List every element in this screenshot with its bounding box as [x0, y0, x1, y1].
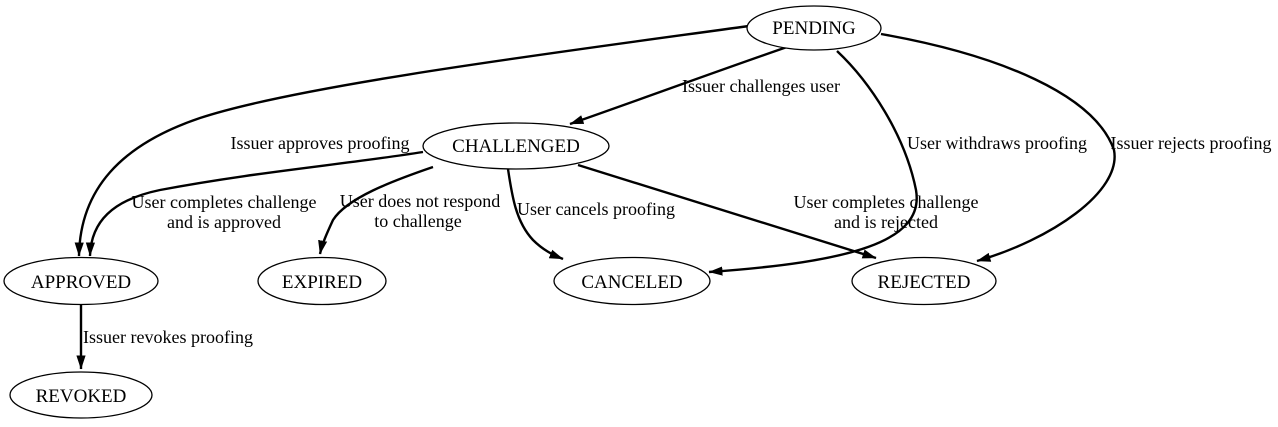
edge-label-issuer-approves-proofing: Issuer approves proofing	[231, 133, 410, 153]
node-pending: PENDING	[746, 5, 882, 51]
node-pending-ellipse	[746, 5, 882, 51]
node-pending-label: PENDING	[772, 18, 856, 39]
node-approved-label: APPROVED	[31, 272, 131, 293]
edge-challenged-canceled-path	[506, 168, 564, 261]
edge-label-user-completes-challenge-rejected-line2: and is rejected	[834, 212, 938, 232]
nodes-layer: PENDING CHALLENGED APPROVED EXPIRED CANC…	[3, 5, 997, 419]
edge-pending-approved-path	[74, 24, 750, 257]
node-challenged: CHALLENGED	[422, 122, 610, 170]
edge-label-issuer-challenges-user: Issuer challenges user	[682, 76, 840, 96]
node-expired-ellipse	[257, 256, 387, 306]
node-approved-ellipse	[3, 256, 159, 306]
node-expired-label: EXPIRED	[282, 272, 362, 293]
edge-label-user-does-not-respond-line1: User does not respond	[340, 191, 500, 211]
node-canceled-ellipse	[553, 256, 711, 306]
edge-label-user-withdraws-proofing: User withdraws proofing	[907, 133, 1087, 153]
edge-challenged-expired-path	[318, 165, 434, 255]
edge-label-user-does-not-respond-line2: to challenge	[374, 211, 461, 231]
edge-labels-layer: Issuer challenges user Issuer approves p…	[83, 76, 1271, 347]
node-rejected-ellipse	[851, 256, 997, 306]
node-rejected-label: REJECTED	[878, 272, 971, 293]
edge-label-user-cancels-proofing: User cancels proofing	[517, 199, 675, 219]
edge-label-issuer-revokes-proofing: Issuer revokes proofing	[83, 327, 253, 347]
edge-label-issuer-rejects-proofing: Issuer rejects proofing	[1111, 133, 1272, 153]
edge-pending-rejected-path	[880, 32, 1116, 263]
edge-challenged-approved-path	[85, 150, 424, 257]
edge-label-user-completes-challenge-approved-line2: and is approved	[167, 212, 281, 232]
node-revoked-ellipse	[9, 371, 153, 419]
edge-pending-challenged-path	[569, 44, 791, 126]
node-revoked: REVOKED	[9, 371, 153, 419]
edge-label-user-completes-challenge-rejected-line1: User completes challenge	[794, 192, 979, 212]
edge-pending-canceled-path	[708, 50, 918, 276]
node-canceled-label: CANCELED	[581, 272, 682, 293]
edge-label-user-completes-challenge-approved-line1: User completes challenge	[132, 192, 317, 212]
node-revoked-label: REVOKED	[36, 386, 127, 407]
edges-layer	[74, 24, 1116, 370]
edge-challenged-rejected-path	[577, 163, 877, 260]
node-expired: EXPIRED	[257, 256, 387, 306]
node-canceled: CANCELED	[553, 256, 711, 306]
node-challenged-ellipse	[422, 122, 610, 170]
node-challenged-label: CHALLENGED	[452, 136, 580, 157]
node-approved: APPROVED	[3, 256, 159, 306]
node-rejected: REJECTED	[851, 256, 997, 306]
